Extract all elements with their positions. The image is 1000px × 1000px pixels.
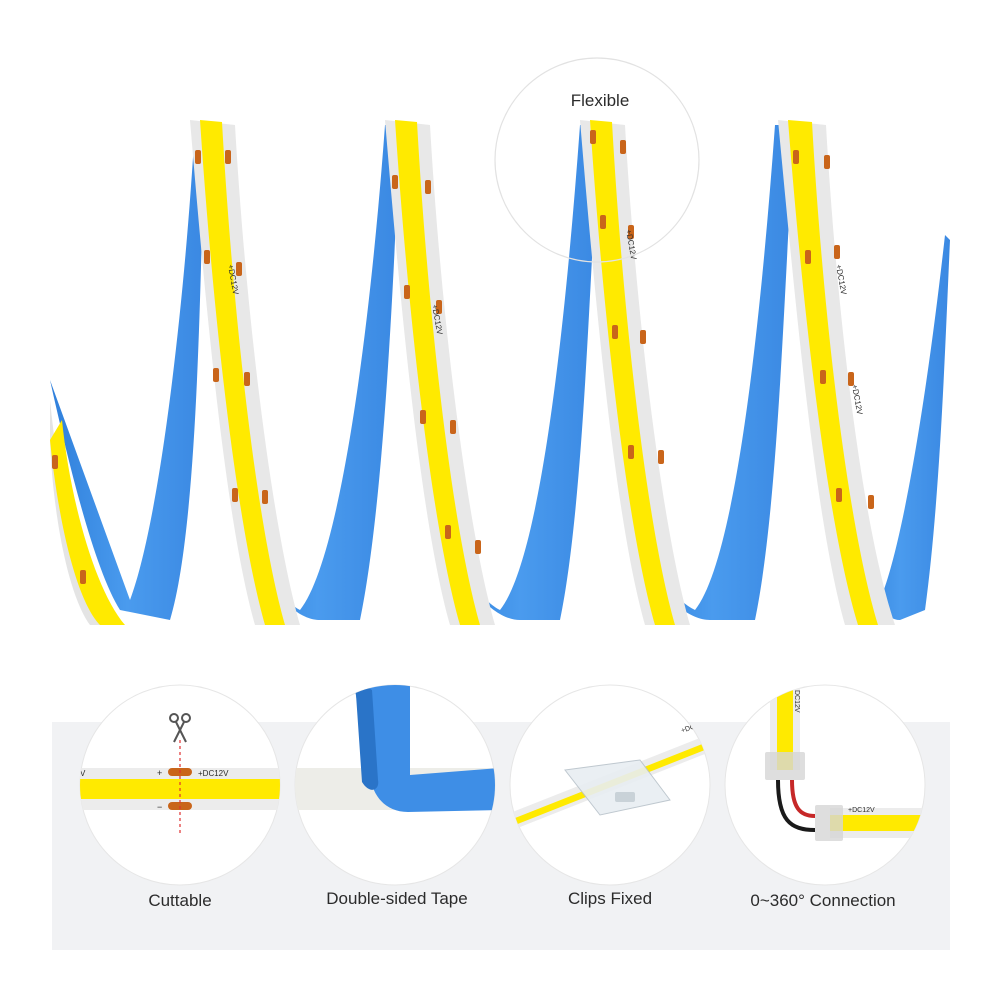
feature-double-sided-tape: Double-sided Tape [294, 684, 496, 908]
connection-marking-top: DC12V [793, 690, 800, 713]
led-strip-spiral: +DC12V +DC12V +DC12V +DC12V +DC12V [50, 120, 950, 625]
cuttable-marking-left: V [80, 769, 86, 778]
connection-marking-voltage: +DC12V [848, 807, 875, 814]
tape-back-loop-4 [630, 125, 795, 620]
copper-pads [52, 130, 874, 584]
tape-back-loop-5 [850, 235, 950, 620]
feature-connection: +DC12V DC12V 0~360° Connection [724, 684, 926, 910]
tape-back-loop-1 [50, 125, 205, 620]
feature-label-double-sided-tape: Double-sided Tape [326, 889, 467, 908]
clip-icon [564, 759, 671, 816]
tape-back-loop-3 [440, 125, 600, 620]
flexible-label: Flexible [571, 91, 630, 110]
cuttable-marking-negative: − [157, 802, 162, 812]
scissors-icon [169, 713, 191, 743]
feature-label-clips-fixed: Clips Fixed [568, 889, 652, 908]
feature-clips-fixed: +DC12V Clips Fixed [509, 684, 711, 908]
tape-icon [355, 685, 495, 812]
feature-label-connection: 0~360° Connection [750, 891, 895, 910]
feature-label-cuttable: Cuttable [148, 891, 211, 910]
connector-icon [765, 752, 843, 841]
tape-back-loop-2 [235, 125, 400, 620]
cuttable-marking-voltage: +DC12V [198, 769, 229, 778]
flexible-callout: Flexible [494, 57, 700, 263]
strip-front-5 [778, 120, 895, 625]
strip-front-3 [385, 120, 495, 625]
feature-cuttable: V + +DC12V − Cuttable [79, 684, 281, 910]
strip-front-4 [580, 120, 690, 625]
cuttable-marking-positive: + [157, 768, 162, 778]
